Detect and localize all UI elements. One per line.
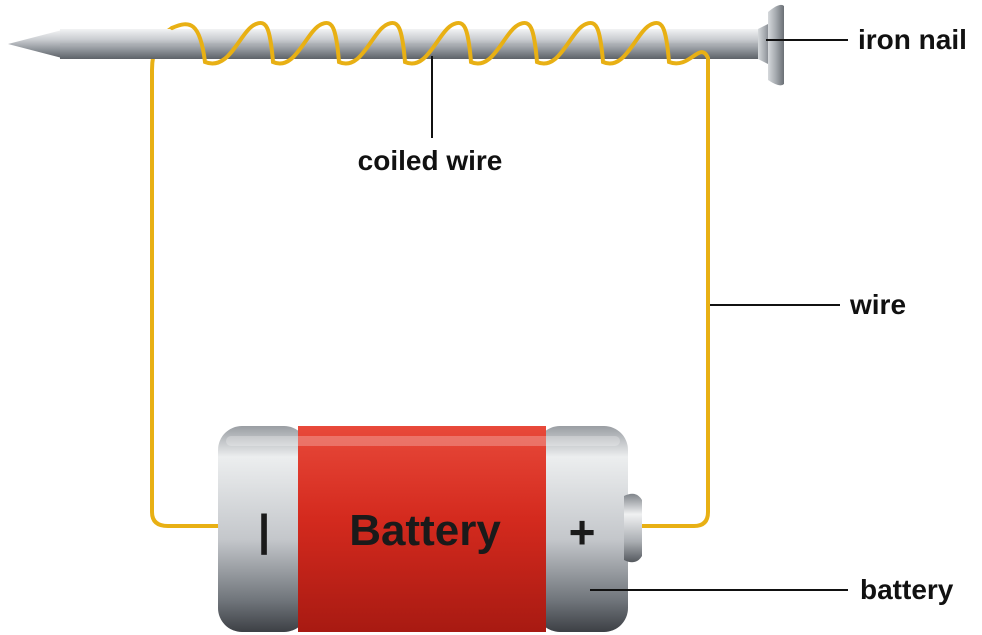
diagram-labels: iron nail coiled wire wire battery xyxy=(358,24,967,605)
battery-terminal-cap xyxy=(624,493,642,563)
battery-red-band xyxy=(298,426,546,632)
wire-label: wire xyxy=(849,289,906,320)
nail-head xyxy=(768,4,784,86)
nail-tip xyxy=(8,30,62,58)
battery-highlight xyxy=(226,436,620,446)
leader-lines xyxy=(431,39,848,591)
iron-nail xyxy=(8,4,784,86)
battery-body-label: Battery xyxy=(349,506,501,555)
coiled-wire-label: coiled wire xyxy=(358,145,503,176)
battery-positive-end xyxy=(536,426,628,632)
battery-positive-symbol: + xyxy=(569,506,596,558)
wire-coil xyxy=(170,21,710,66)
battery-negative-end xyxy=(218,426,308,632)
battery-negative-symbol: | xyxy=(258,506,270,556)
coil-front xyxy=(170,21,710,66)
right-wire-segment xyxy=(638,56,710,528)
left-wire-segment xyxy=(150,26,228,528)
battery-label: battery xyxy=(860,574,954,605)
battery-cell: | + Battery xyxy=(218,426,642,632)
iron-nail-label: iron nail xyxy=(858,24,967,55)
